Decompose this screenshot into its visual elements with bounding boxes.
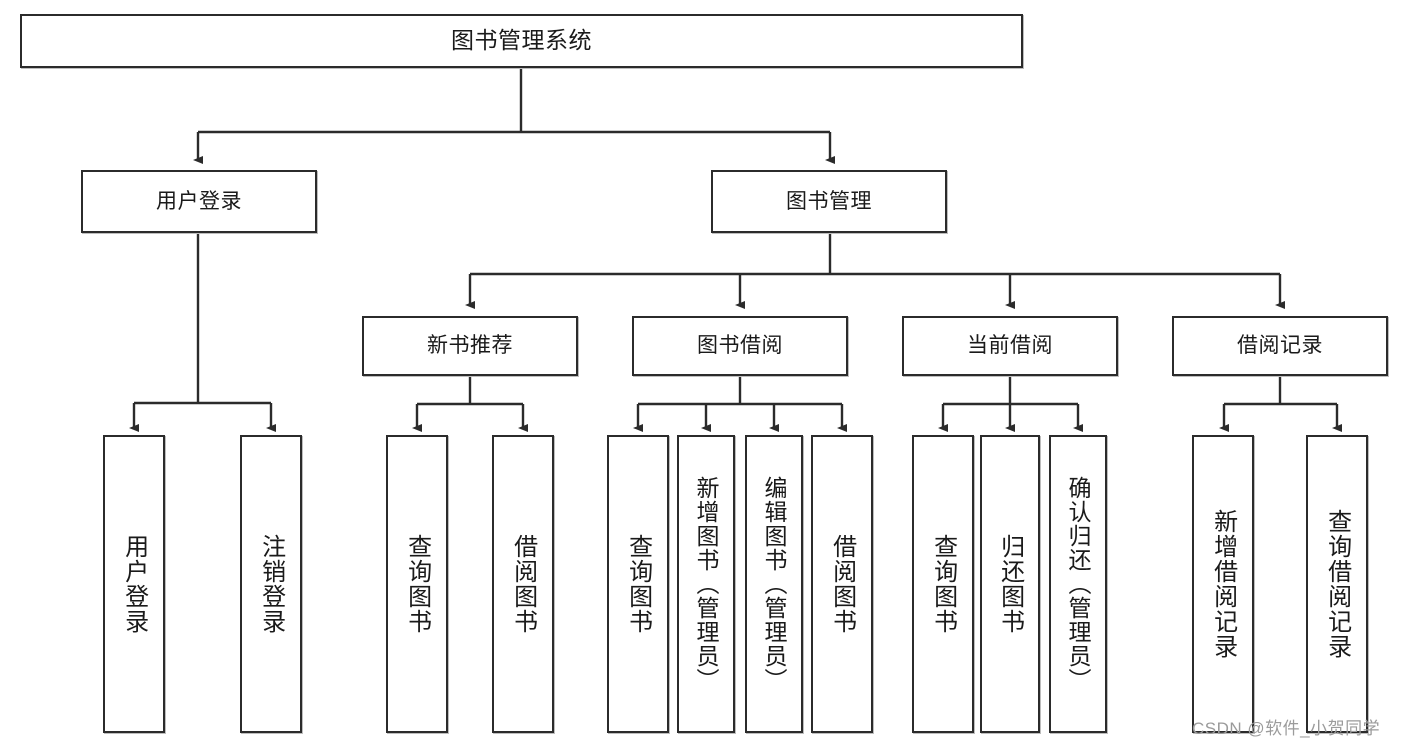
node-label: 查询图书 [929, 534, 957, 634]
node-label: 图书管理系统 [451, 27, 592, 54]
leaf-logout[interactable]: 注销登录 [240, 435, 302, 733]
node-label: 新增图书（管理员） [693, 476, 720, 692]
node-label: 查询借阅记录 [1323, 509, 1351, 659]
leaf-user-login[interactable]: 用户登录 [103, 435, 165, 733]
node-label: 归还图书 [996, 534, 1024, 634]
node-label: 确认归还（管理员） [1065, 476, 1092, 692]
node-new-book-recommend[interactable]: 新书推荐 [362, 316, 578, 376]
leaf-edit-book-admin[interactable]: 编辑图书（管理员） [745, 435, 803, 733]
node-borrow-record[interactable]: 借阅记录 [1172, 316, 1388, 376]
leaf-borrow-book[interactable]: 借阅图书 [811, 435, 873, 733]
node-current-borrow[interactable]: 当前借阅 [902, 316, 1118, 376]
node-label: 注销登录 [257, 534, 285, 634]
leaf-borrow-book-recommend[interactable]: 借阅图书 [492, 435, 554, 733]
node-label: 借阅图书 [509, 534, 537, 634]
leaf-query-book-recommend[interactable]: 查询图书 [386, 435, 448, 733]
node-label: 查询图书 [624, 534, 652, 634]
node-label: 借阅记录 [1237, 334, 1323, 358]
node-book-borrow[interactable]: 图书借阅 [632, 316, 848, 376]
node-label: 编辑图书（管理员） [761, 476, 788, 692]
node-label: 图书管理 [786, 189, 872, 213]
leaf-query-book-borrow[interactable]: 查询图书 [607, 435, 669, 733]
node-label: 新书推荐 [427, 334, 513, 358]
leaf-confirm-return-admin[interactable]: 确认归还（管理员） [1049, 435, 1107, 733]
node-label: 当前借阅 [967, 334, 1053, 358]
node-user-login[interactable]: 用户登录 [81, 170, 317, 233]
leaf-query-book-current[interactable]: 查询图书 [912, 435, 974, 733]
leaf-add-borrow-record[interactable]: 新增借阅记录 [1192, 435, 1254, 733]
leaf-return-book[interactable]: 归还图书 [980, 435, 1040, 733]
node-label: 用户登录 [156, 189, 242, 213]
node-root[interactable]: 图书管理系统 [20, 14, 1023, 68]
node-label: 用户登录 [120, 534, 148, 634]
node-label: 新增借阅记录 [1209, 509, 1237, 659]
watermark: CSDN @软件_小贺同学 [1192, 719, 1381, 738]
node-label: 图书借阅 [697, 334, 783, 358]
node-label: 借阅图书 [828, 534, 856, 634]
node-label: 查询图书 [403, 534, 431, 634]
leaf-add-book-admin[interactable]: 新增图书（管理员） [677, 435, 735, 733]
leaf-query-borrow-record[interactable]: 查询借阅记录 [1306, 435, 1368, 733]
node-book-management[interactable]: 图书管理 [711, 170, 947, 233]
